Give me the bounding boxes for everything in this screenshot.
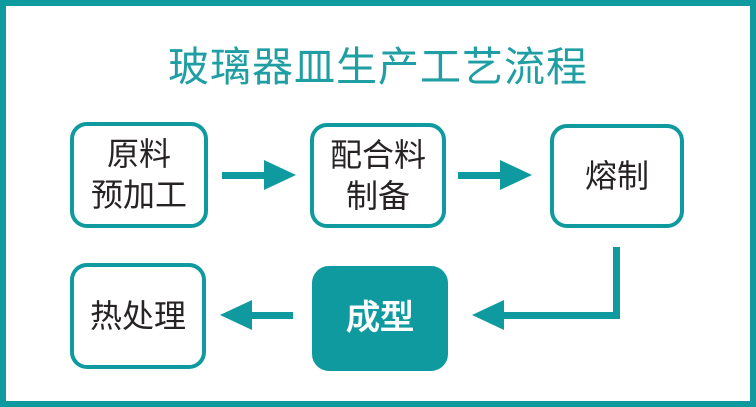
arrow-shaft	[458, 172, 500, 179]
arrow-head	[220, 300, 252, 330]
connector-horizontal-segment	[503, 312, 620, 319]
arrow-head	[264, 160, 296, 190]
connector-vertical-segment	[613, 247, 620, 319]
diagram-title: 玻璃器皿生产工艺流程	[168, 43, 588, 91]
arrow-head	[472, 300, 504, 330]
arrow-shaft	[252, 312, 293, 319]
node-raw-material-pretreatment: 原料 预加工	[70, 122, 208, 228]
node-batch-preparation: 配合料 制备	[310, 123, 446, 228]
arrow-shaft	[222, 172, 264, 179]
node-melting: 熔制	[550, 124, 684, 228]
node-heat-treatment: 热处理	[70, 263, 206, 369]
node-forming: 成型	[312, 266, 448, 371]
arrow-head	[500, 160, 532, 190]
